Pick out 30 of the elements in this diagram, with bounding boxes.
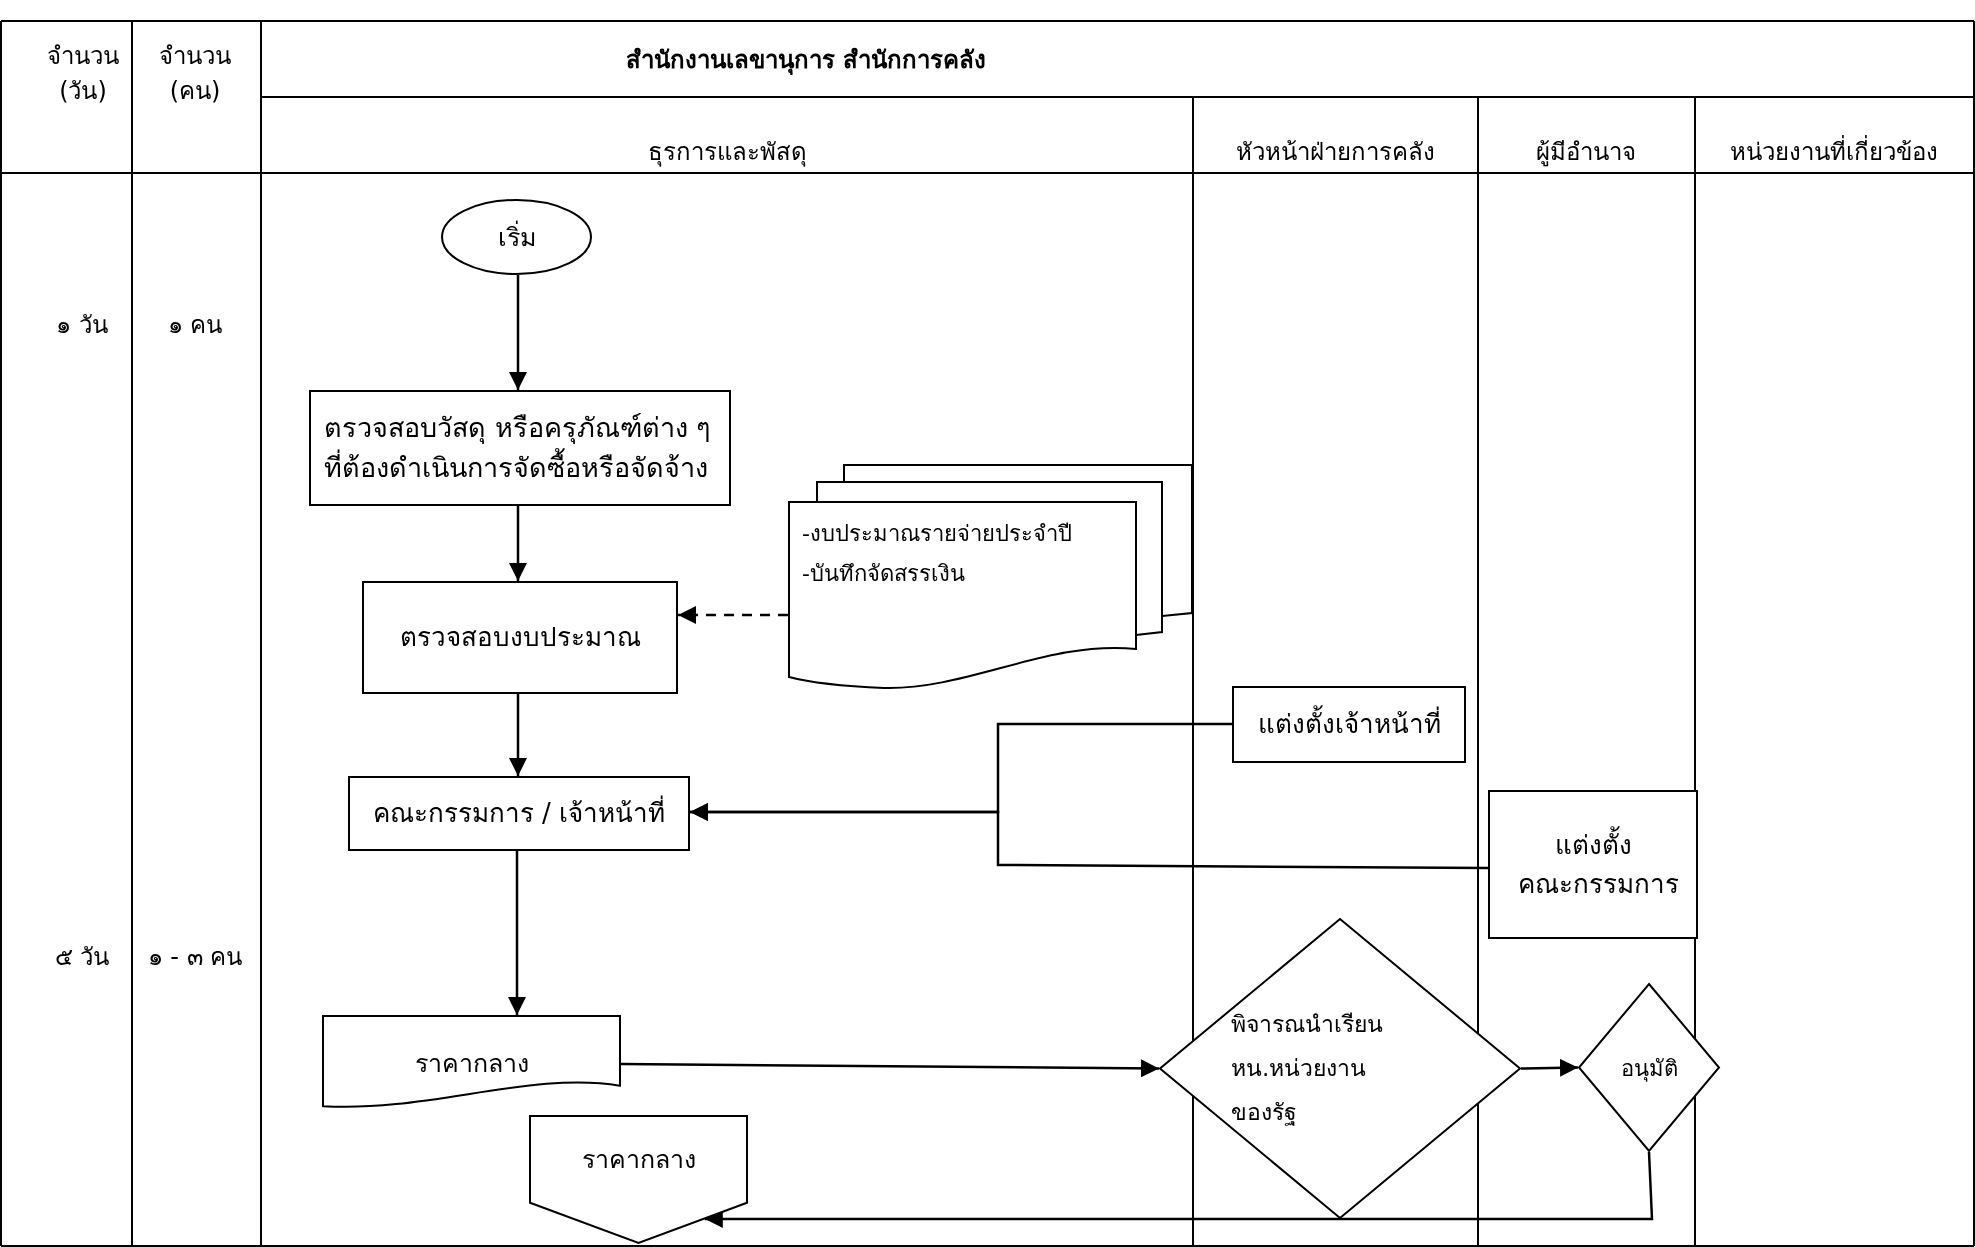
off-page-connector: ราคากลาง [529,1115,748,1244]
staff-count-text: ๑ คน [167,309,223,341]
lane-header: หน่วยงานที่เกี่ยวข้อง [1730,134,1938,168]
start-oval: เริ่ม [441,199,592,275]
column-header: จำนวน (คน) [158,41,232,107]
arrow [509,506,527,581]
column-header: จำนวน (วัน) [46,41,120,107]
arrow [704,1151,1654,1228]
arrow [621,1059,1159,1078]
arrow [1520,1058,1579,1077]
staff-count-text: ๑ - ๓ คน [147,941,243,973]
process-box: แต่งตั้ง คณะกรรมการ [1488,790,1698,939]
arrow [508,851,526,1015]
decision-diamond: อนุมัติ [1578,983,1720,1152]
process-box: ตรวจสอบงบประมาณ [362,581,678,694]
arrow [690,803,1488,870]
document-shape: ราคากลาง [322,1015,621,1108]
lane-header: ผู้มีอำนาจ [1536,136,1636,169]
duration-text: ๕ วัน [54,941,110,973]
decision-diamond: พิจารณนำเรียน หน.หน่วยงาน ของรัฐ [1159,918,1521,1219]
process-box: แต่งตั้งเจ้าหน้าที่ [1232,686,1466,763]
process-box: คณะกรรมการ / เจ้าหน้าที่ [348,776,690,851]
lane-header: หัวหน้าฝ่ายการคลัง [1235,136,1435,168]
table-title: สำนักงานเลขานุการ สำนักการคลัง [625,44,987,77]
lane-header: ธุรการและพัสดุ [647,136,807,169]
duration-text: ๑ วัน [56,309,108,341]
process-box: ตรวจสอบวัสดุ หรือครุภัณฑ์ต่าง ๆ ที่ต้องดำเนินการจัดซื้อหรือจัดจ้าง [309,390,731,506]
dashed-arrow [678,606,788,624]
arrow [509,694,527,776]
arrow [509,275,527,390]
